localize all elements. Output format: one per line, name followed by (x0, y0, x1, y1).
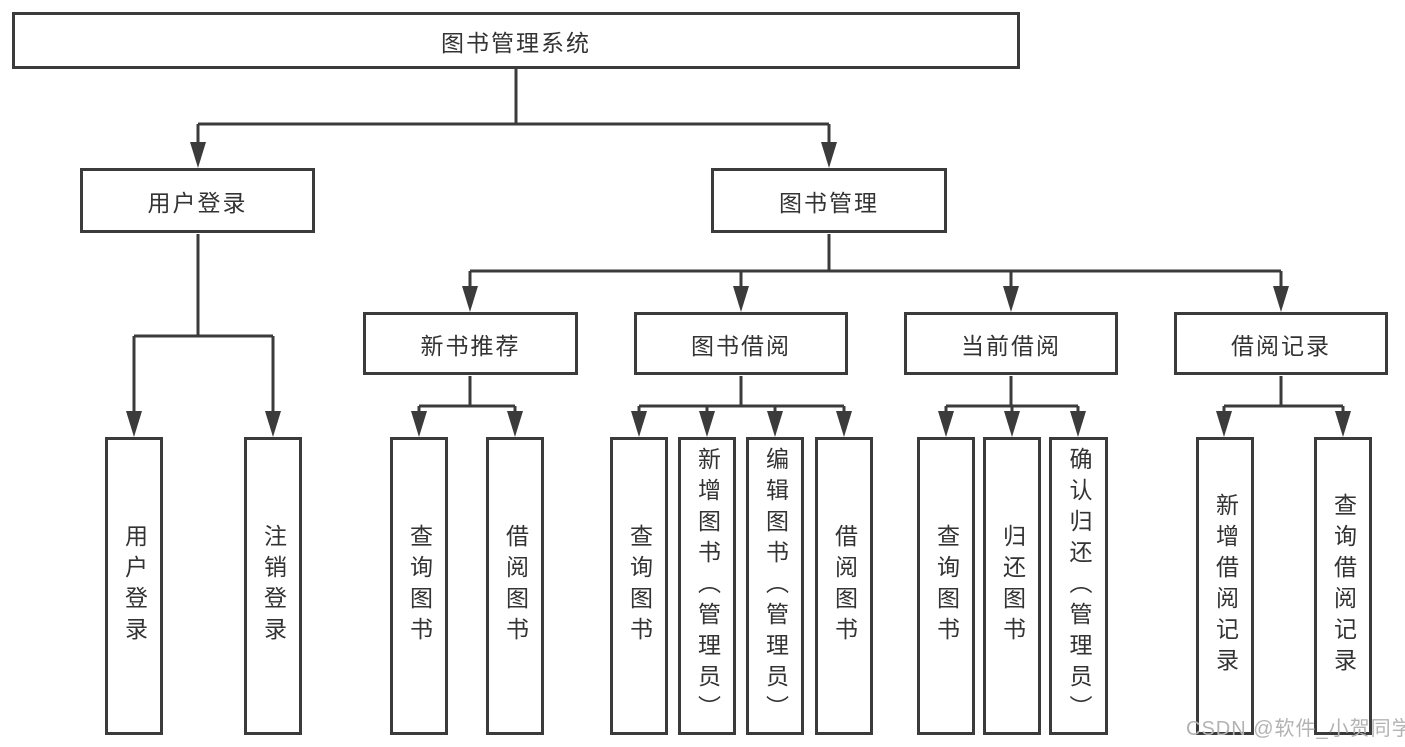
arrowheads (126, 142, 1351, 437)
connector-borrowing-records-to-leaves (1222, 376, 1345, 431)
connector-book-management-to-level3 (468, 234, 1283, 307)
leaf-query-books-current: 查询图书 (917, 437, 975, 735)
node-user-login: 用户登录 (80, 168, 315, 233)
leaf-user-login: 用户登录 (105, 437, 163, 735)
leaf-add-borrow-record: 新增借阅记录 (1196, 437, 1254, 735)
leaf-confirm-return-admin-label: 确认归还（管理员） (1066, 446, 1092, 726)
connector-user-login-to-leaves (132, 234, 275, 431)
node-new-book-recommend: 新书推荐 (363, 312, 578, 375)
leaf-logout: 注销登录 (244, 437, 302, 735)
leaf-query-books-recommend-label: 查询图书 (406, 524, 433, 648)
leaf-borrow-books-borrowing-label: 借阅图书 (831, 524, 858, 648)
leaf-user-login-label: 用户登录 (121, 524, 148, 648)
leaf-borrow-books-borrowing: 借阅图书 (815, 437, 873, 735)
leaf-return-books: 归还图书 (983, 437, 1041, 735)
leaf-query-books-borrowing-label: 查询图书 (626, 524, 653, 648)
connector-new-book-recommend-to-leaves (417, 376, 517, 431)
leaf-add-book-admin-label: 新增图书（管理员） (694, 446, 721, 726)
node-book-borrowing: 图书借阅 (634, 312, 848, 375)
leaf-edit-book-admin-label: 编辑图书（管理员） (762, 446, 789, 726)
connector-root-to-level2 (196, 69, 831, 162)
csdn-watermark: CSDN @软件_小贺同学 (1186, 718, 1405, 740)
connector-book-borrowing-to-leaves (637, 376, 846, 431)
leaf-return-books-label: 归还图书 (999, 524, 1026, 648)
node-root: 图书管理系统 (12, 12, 1020, 69)
node-borrowing-records: 借阅记录 (1174, 312, 1388, 375)
leaf-add-borrow-record-label: 新增借阅记录 (1212, 493, 1239, 679)
leaf-query-books-recommend: 查询图书 (390, 437, 448, 735)
leaf-query-books-borrowing: 查询图书 (610, 437, 668, 735)
node-current-borrowing: 当前借阅 (904, 312, 1118, 375)
leaf-query-books-current-label: 查询图书 (933, 524, 960, 648)
leaf-logout-label: 注销登录 (260, 524, 287, 648)
leaf-borrow-books-recommend-label: 借阅图书 (502, 524, 529, 648)
node-book-management: 图书管理 (711, 168, 947, 233)
leaf-confirm-return-admin: 确认归还（管理员） (1049, 437, 1108, 735)
leaf-add-book-admin: 新增图书（管理员） (678, 437, 736, 735)
leaf-query-borrow-record-label: 查询借阅记录 (1330, 493, 1357, 679)
leaf-query-borrow-record: 查询借阅记录 (1314, 437, 1372, 735)
leaf-borrow-books-recommend: 借阅图书 (486, 437, 544, 735)
leaf-edit-book-admin: 编辑图书（管理员） (746, 437, 804, 735)
